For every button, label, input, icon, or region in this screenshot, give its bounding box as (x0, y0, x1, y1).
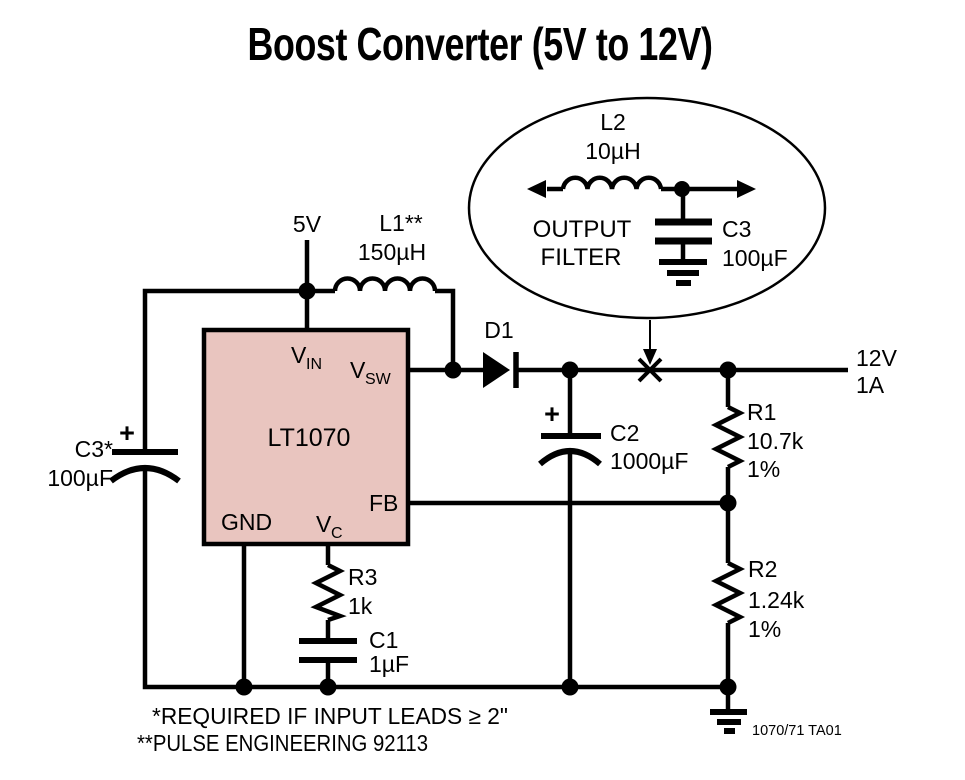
l2-value-label: 10µH (585, 138, 640, 164)
ic-part-label: LT1070 (268, 424, 351, 452)
r3-value-label: 1k (348, 593, 373, 619)
junction-dots (235, 181, 737, 696)
l2-label: L2 (600, 109, 626, 135)
junction-dot (235, 678, 253, 696)
inset-c3-label: C3 (722, 216, 751, 242)
ic-lt1070: LT1070 V IN V SW FB GND V C (201, 327, 411, 547)
ic-body (201, 327, 411, 547)
footnote-1: *REQUIRED IF INPUT LEADS ≥ 2" (152, 703, 508, 729)
junction-dot (561, 678, 579, 696)
pin-vsw-label: V (350, 357, 366, 383)
r1-label: R1 (747, 399, 776, 425)
junction-dot (719, 361, 737, 379)
junction-dot (444, 361, 462, 379)
resistor-r2: R2 1.24k 1% (710, 556, 805, 642)
c3-input-value-label: 100µF (47, 465, 113, 491)
inset-ground-symbol (659, 259, 707, 286)
junction-dot (561, 361, 579, 379)
c3-input-label: C3* (75, 436, 113, 462)
resistor-r1-zigzag (710, 404, 746, 470)
r1-tolerance-label: 1% (747, 456, 780, 482)
resistor-r2-zigzag (710, 560, 746, 626)
inductor-l1: L1** 150µH (332, 210, 438, 292)
r2-label: R2 (748, 556, 777, 582)
footnote-2: **PULSE ENGINEERING 92113 (137, 730, 428, 756)
l1-value-label: 150µH (358, 239, 426, 265)
output-voltage-label: 12V (856, 345, 898, 371)
inset-ellipse (467, 96, 827, 320)
c2-label: C2 (610, 420, 639, 446)
c1-value-label: 1µF (369, 651, 409, 677)
page-title: Boost Converter (5V to 12V) (248, 18, 713, 70)
output-current-label: 1A (856, 372, 885, 398)
c2-plus-label: + (544, 399, 560, 429)
junction-dot (319, 678, 337, 696)
inset-c3-capacitor (655, 189, 712, 259)
pointer-arrowhead (643, 349, 657, 365)
c1-label: C1 (369, 627, 398, 653)
output-filter-caption-line2: FILTER (541, 244, 622, 271)
diode-d1: D1 (483, 317, 519, 388)
cut-mark-x (637, 357, 663, 383)
output-filter-inset: L2 10µH OUTPUT FILTER C3 100µF (467, 96, 827, 320)
inset-pointer-arrow (643, 320, 657, 365)
figure-ref-label: 1070/71 TA01 (752, 723, 842, 739)
inductor-l1-coils (332, 276, 438, 292)
capacitor-c3-input: + C3* 100µF (47, 418, 181, 491)
pin-fb-label: FB (369, 490, 398, 516)
input-5v-label: 5V (293, 211, 322, 237)
junction-dot (298, 282, 316, 300)
l1-label: L1** (379, 210, 423, 236)
r2-value-label: 1.24k (748, 587, 805, 613)
pin-vsw-sub-label: SW (365, 371, 392, 388)
c2-curved-plate (538, 448, 602, 467)
r1-value-label: 10.7k (747, 428, 804, 454)
junction-dot (674, 181, 690, 197)
c2-value-label: 1000µF (610, 448, 688, 474)
junction-dot (719, 678, 737, 696)
c3-input-curved-plate (109, 465, 181, 484)
r3-label: R3 (348, 564, 377, 590)
resistor-r3: R3 1k (310, 562, 377, 623)
d1-label: D1 (484, 317, 513, 343)
inductor-l2-coils (560, 175, 664, 190)
pin-vc-label: V (316, 511, 332, 537)
c3-input-plus-label: + (119, 418, 135, 448)
inset-c3-value-label: 100µF (722, 245, 788, 271)
capacitor-c2: + C2 1000µF (538, 399, 688, 474)
pin-gnd-label: GND (221, 509, 272, 535)
r2-tolerance-label: 1% (748, 616, 781, 642)
resistor-r1: R1 10.7k 1% (710, 399, 804, 482)
right-arrowhead (737, 180, 756, 198)
diode-d1-anode-triangle (483, 352, 510, 388)
output-filter-caption-line1: OUTPUT (533, 216, 632, 243)
pin-vin-sub-label: IN (306, 356, 322, 373)
left-arrowhead (527, 180, 546, 198)
resistor-r3-zigzag (310, 562, 347, 623)
junction-dot (719, 494, 737, 512)
wire-input-rail (142, 288, 728, 690)
pin-vin-label: V (291, 342, 307, 368)
pin-vc-sub-label: C (331, 525, 343, 542)
capacitor-c1: C1 1µF (299, 627, 409, 677)
